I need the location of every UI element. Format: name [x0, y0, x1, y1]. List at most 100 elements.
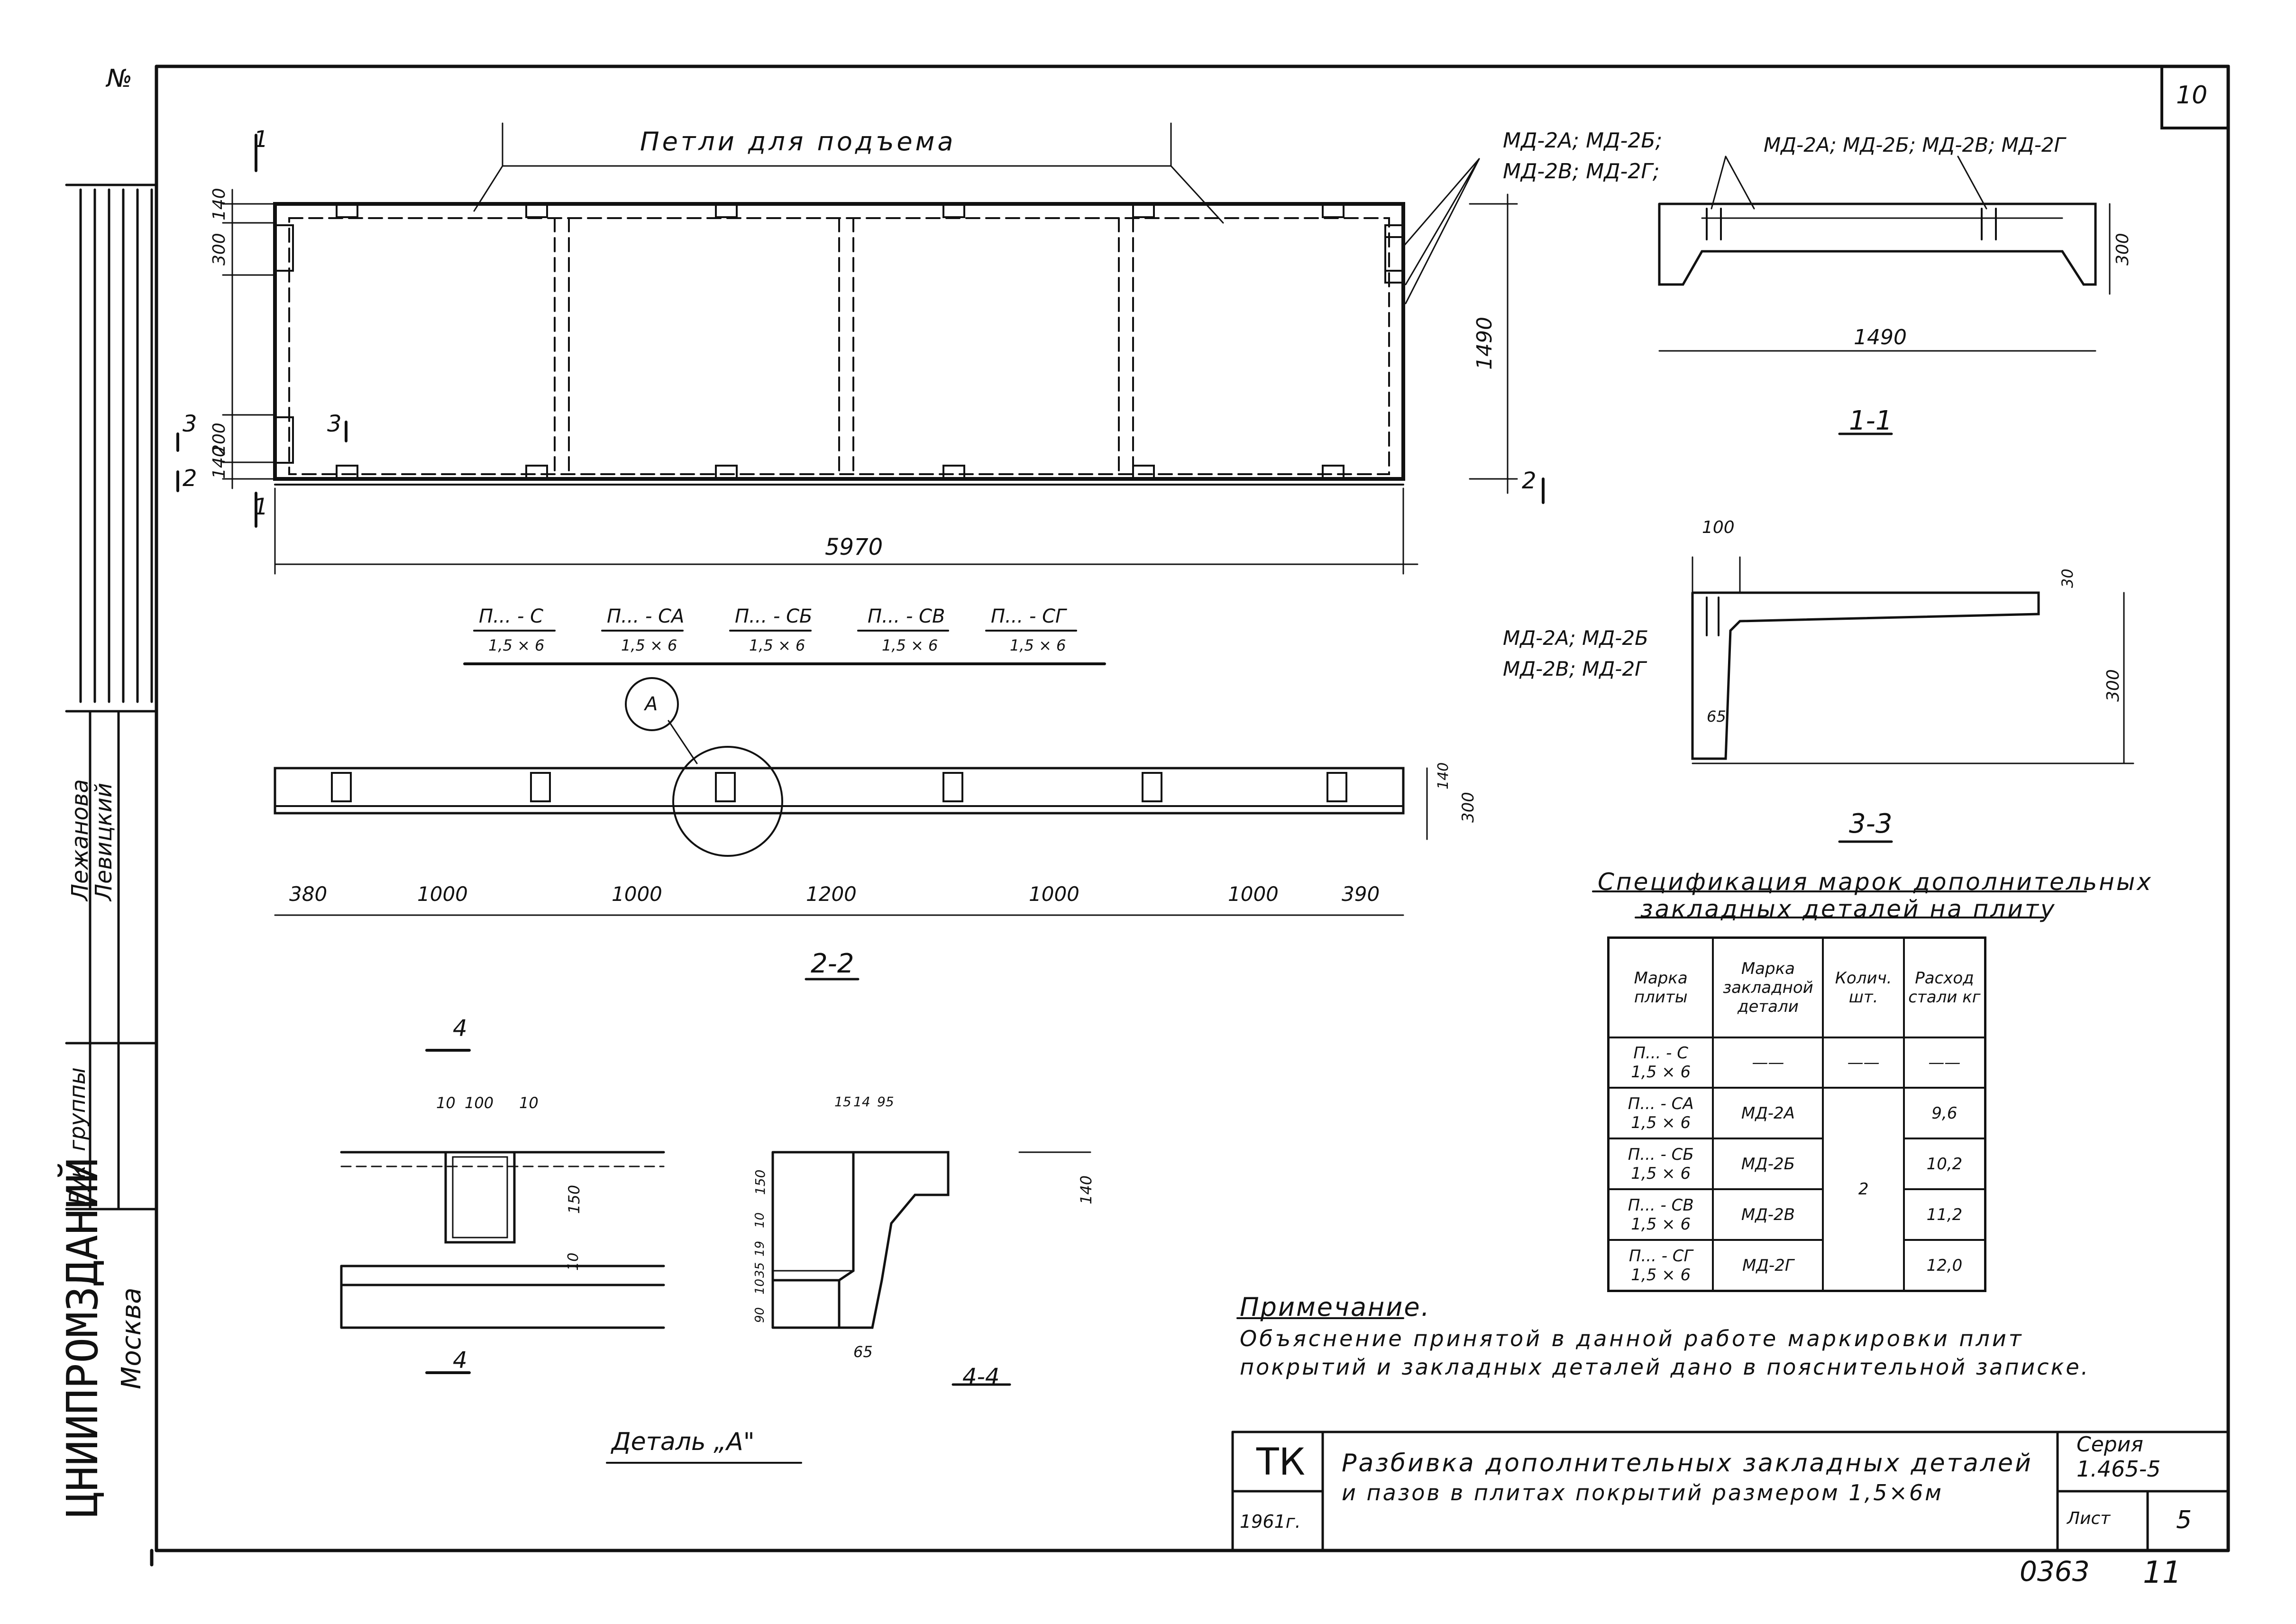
section-3-3-label: 3-3 — [1849, 808, 1893, 839]
section-1-1-dim-width: 1490 — [1854, 325, 1907, 349]
detail-a-dim-150: 150 — [565, 1184, 583, 1214]
spec-part-cell: МД-2А — [1712, 1087, 1824, 1140]
section-3-3-dim-100: 100 — [1702, 518, 1735, 537]
detail-a-dim-10-left: 10 — [436, 1094, 456, 1112]
detail-a-title: Деталь „А" — [612, 1428, 755, 1456]
stamp-title-1: Разбивка дополнительных закладных детале… — [1342, 1449, 2033, 1477]
spec-header-plate: Марка плиты — [1607, 936, 1714, 1038]
spec-plate-num: П... - СГ — [1628, 1246, 1693, 1266]
spacing-1000-c: 1000 — [1029, 882, 1079, 906]
section-4-4-dim-65: 65 — [853, 1343, 873, 1361]
spec-plate-num: П... - С — [1633, 1043, 1688, 1063]
spec-plate-den: 1,5 × 6 — [1631, 1164, 1691, 1183]
cut-mark-3-right: 3 — [327, 411, 342, 437]
mark-5-num: П... - СГ — [991, 606, 1066, 627]
spacing-390: 390 — [1342, 882, 1380, 906]
section-4-4-dim-150: 150 — [752, 1169, 768, 1195]
section-4-4-label: 4-4 — [962, 1364, 1000, 1390]
spec-title-2: закладных деталей на плиту — [1640, 895, 2057, 923]
side-block-lines — [65, 184, 158, 1211]
plan-view — [176, 122, 1545, 575]
mark-2-num: П... - СА — [607, 606, 685, 627]
spec-title-lines — [1592, 890, 2087, 918]
section-3-3-dim-300: 300 — [2104, 669, 2123, 702]
spacing-1000-b: 1000 — [612, 882, 662, 906]
spacing-1000-a: 1000 — [417, 882, 468, 906]
section-3-3-dim-30: 30 — [2058, 569, 2076, 588]
section-4-4-drawing — [771, 1151, 1091, 1386]
detail-callout-a: А — [645, 693, 658, 715]
section-1-1-label: 1-1 — [1849, 405, 1893, 436]
plan-dim-140-top: 140 — [210, 188, 229, 220]
section-1-1-dim-height: 300 — [2113, 233, 2132, 266]
spacing-380: 380 — [289, 882, 328, 906]
spacing-1000-d: 1000 — [1228, 882, 1279, 906]
detail-a-cut-bottom: 4 — [453, 1347, 467, 1374]
detail-a-dim-10-bottom: 10 — [565, 1252, 582, 1271]
spec-header-part: Марка закладной детали — [1712, 936, 1824, 1038]
spec-part-cell: МД-2Г — [1712, 1239, 1824, 1292]
spec-table: Марка плиты Марка закладной детали Колич… — [1607, 936, 1986, 1292]
plan-parts-line-1: МД-2А; МД-2Б; — [1503, 128, 1663, 153]
section-2-2-drawing — [274, 677, 1428, 981]
section-4-4-dim-140: 140 — [1077, 1175, 1095, 1204]
mark-5-den: 1,5 × 6 — [1010, 636, 1066, 654]
marks-lines — [463, 630, 1106, 665]
cut-mark-1-bottom: 1 — [254, 494, 268, 520]
section-3-3-dim-65: 65 — [1707, 707, 1726, 725]
plan-label-loops: Петли для подъема — [640, 127, 956, 156]
section-4-4-dim-19: 19 — [753, 1240, 767, 1257]
stamp-series-label: Серия — [2076, 1432, 2143, 1457]
bottom-page: 11 — [2143, 1555, 2182, 1590]
spec-steel-cell: 9,6 — [1903, 1087, 1986, 1140]
bottom-code: 0363 — [2020, 1555, 2090, 1587]
section-4-4-dim-90: 90 — [753, 1307, 767, 1323]
stamp-year: 1961г. — [1240, 1511, 1301, 1532]
section-2-2-dim-300: 300 — [1459, 792, 1478, 823]
detail-a-dim-10-right: 10 — [519, 1094, 539, 1112]
cut-mark-3-left: 3 — [183, 411, 197, 437]
section-3-3-parts-1: МД-2А; МД-2Б — [1503, 626, 1648, 650]
mark-3-den: 1,5 × 6 — [749, 636, 805, 654]
cut-mark-2-left: 2 — [183, 465, 197, 492]
side-org: ЦНИИПРОМЗДАНИЙ — [58, 1157, 108, 1517]
spec-qty-cell: 2 — [1822, 1087, 1905, 1292]
spec-part-cell: —— — [1712, 1036, 1824, 1089]
spec-plate-den: 1,5 × 6 — [1631, 1265, 1691, 1285]
spec-plate-den: 1,5 × 6 — [1631, 1062, 1691, 1082]
sheet-frame — [150, 64, 2230, 1567]
plan-dim-length: 5970 — [825, 534, 883, 560]
stamp-series-value: 1.465-5 — [2076, 1456, 2161, 1482]
section-4-4-dim-95: 95 — [877, 1094, 894, 1110]
section-2-2-label: 2-2 — [811, 948, 854, 979]
spec-plate-den: 1,5 × 6 — [1631, 1113, 1691, 1132]
spec-part-cell: МД-2В — [1712, 1188, 1824, 1241]
stamp-org-code: ТК — [1256, 1441, 1306, 1484]
spec-plate-num: П... - СБ — [1628, 1145, 1694, 1164]
section-4-4-dim-14: 14 — [853, 1094, 870, 1110]
spec-plate-den: 1,5 × 6 — [1631, 1214, 1691, 1234]
plan-dim-140-bottom: 140 — [210, 446, 229, 479]
spec-steel-cell: 12,0 — [1903, 1239, 1986, 1292]
section-3-3-drawing — [1691, 556, 2134, 843]
mark-1-num: П... - С — [479, 606, 544, 627]
spacing-1200: 1200 — [806, 882, 857, 906]
note-title: Примечание. — [1240, 1292, 1431, 1322]
spec-steel-cell: 11,2 — [1903, 1188, 1986, 1241]
side-name-1: Лежанова — [67, 779, 93, 901]
spec-qty-cell: —— — [1822, 1036, 1905, 1089]
cut-mark-1-top: 1 — [254, 126, 268, 153]
section-4-4-dim-15: 15 — [834, 1094, 851, 1110]
plan-parts-line-2: МД-2В; МД-2Г; — [1503, 159, 1660, 184]
note-line-1: Объяснение принятой в данной работе марк… — [1240, 1326, 2024, 1351]
stamp-title-2: и пазов в плитах покрытий размером 1,5×6… — [1342, 1480, 1943, 1505]
cut-mark-2-right: 2 — [1522, 468, 1537, 494]
